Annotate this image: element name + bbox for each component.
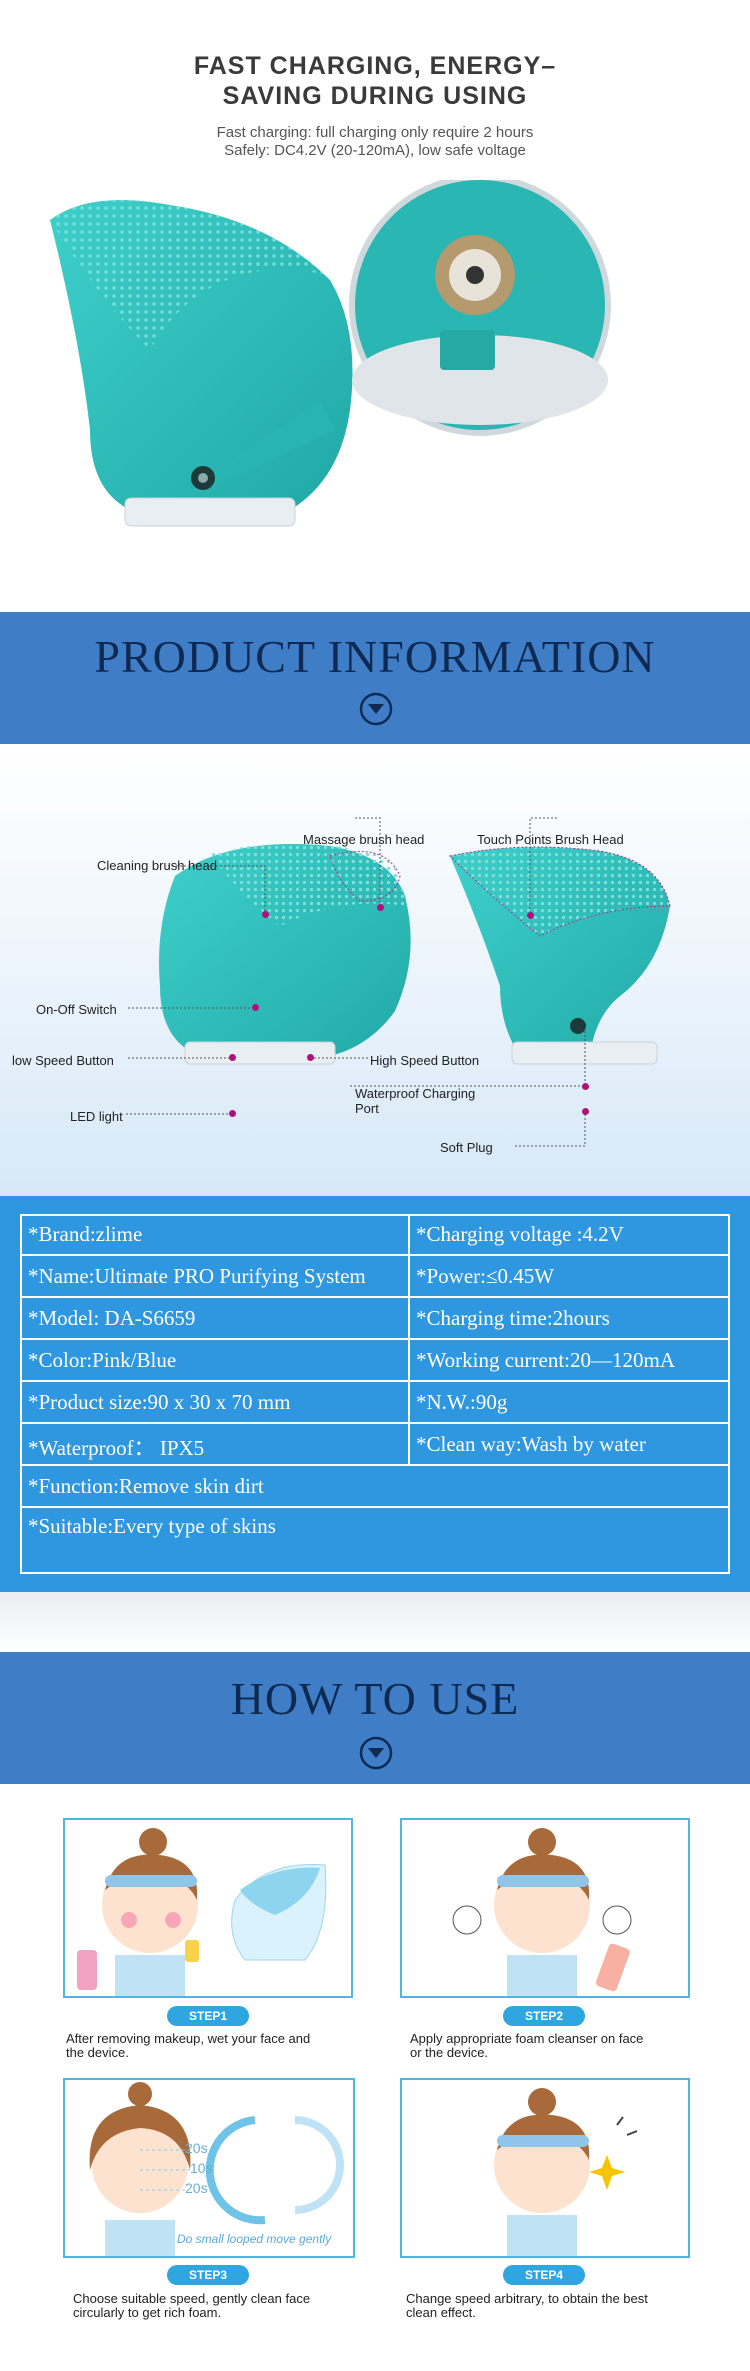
section-gap	[0, 1592, 750, 1652]
label-led-light: LED light	[70, 1109, 123, 1124]
how-to-use-banner: HOW TO USE	[0, 1652, 750, 1784]
spec-row-divider	[22, 1254, 728, 1256]
charging-section: FAST CHARGING, ENERGY– SAVING DURING USI…	[0, 0, 750, 612]
step3-time-2: 10s	[190, 2160, 213, 2176]
spec-row-divider	[22, 1338, 728, 1340]
spec-table: *Brand:zlime *Name:Ultimate PRO Purifyin…	[20, 1214, 730, 1574]
step4-desc-line2: clean effect.	[406, 2305, 476, 2320]
spec-working-current: *Working current:20—120mA	[416, 1348, 676, 1372]
spec-brand: *Brand:zlime	[28, 1222, 143, 1246]
label-waterproof-charging-port-1: Waterproof Charging	[355, 1086, 476, 1101]
spec-row-divider	[22, 1422, 728, 1424]
marker-touch-points	[527, 912, 534, 919]
chevron-down-icon	[359, 1736, 393, 1770]
step3-time-3: 20s	[185, 2180, 208, 2196]
product-diagram-section: Cleaning brush head Massage brush head T…	[0, 746, 750, 1196]
spec-color: *Color:Pink/Blue	[28, 1348, 177, 1372]
spec-row-divider	[22, 1380, 728, 1382]
marker-low-speed	[229, 1054, 236, 1061]
label-high-speed-button: High Speed Button	[370, 1053, 480, 1068]
label-on-off-switch: On-Off Switch	[36, 1002, 117, 1017]
spec-row-divider	[22, 1296, 728, 1298]
charging-title-line2: SAVING DURING USING	[222, 82, 528, 110]
spec-function: *Function:Remove skin dirt	[28, 1474, 264, 1498]
step3-illustration-box: 20s 10s 20s Do small looped move gently	[63, 2078, 355, 2258]
spec-charging-time: *Charging time:2hours	[416, 1306, 610, 1330]
marker-led	[229, 1110, 236, 1117]
product-info-banner: PRODUCT INFORMATION	[0, 612, 750, 744]
step4-desc-line1: Change speed arbitrary, to obtain the be…	[406, 2291, 648, 2306]
step2-illustration	[452, 1828, 632, 1996]
label-low-speed-button: low Speed Button	[12, 1053, 114, 1068]
label-cleaning-brush-head: Cleaning brush head	[97, 858, 217, 873]
spec-suitable: *Suitable:Every type of skins	[28, 1514, 276, 1538]
step3-illustration	[89, 2082, 344, 2256]
label-soft-plug: Soft Plug	[440, 1140, 493, 1155]
chevron-down-icon	[359, 692, 393, 726]
step1-desc-line1: After removing makeup, wet your face and	[66, 2031, 311, 2046]
step2-badge: STEP2	[503, 2006, 585, 2026]
step2-illustration-box	[400, 1818, 690, 1998]
step2-desc-line2: or the device.	[410, 2045, 489, 2060]
step3-caption: Do small looped move gently	[177, 2232, 332, 2246]
marker-on-off	[252, 1004, 259, 1011]
step3-desc-line1: Choose suitable speed, gently clean face	[73, 2291, 311, 2306]
spec-net-weight: *N.W.:90g	[416, 1390, 508, 1414]
spec-power: *Power:≤0.45W	[416, 1264, 555, 1288]
label-touch-points-brush-head: Touch Points Brush Head	[477, 832, 624, 847]
step1-desc-line2: the device.	[66, 2045, 129, 2060]
step4-illustration	[494, 2088, 638, 2256]
label-waterproof-charging-port-2: Port	[355, 1101, 379, 1116]
spec-name: *Name:Ultimate PRO Purifying System	[28, 1264, 366, 1288]
charging-detail-line1: Fast charging: full charging only requir…	[216, 124, 534, 141]
spec-waterproof: *Waterproof： IPX5	[28, 1436, 205, 1460]
marker-high-speed	[307, 1054, 314, 1061]
step1-illustration	[77, 1828, 327, 1996]
spec-clean-way: *Clean way:Wash by water	[416, 1432, 646, 1456]
product-diagram-illustration	[126, 817, 671, 1147]
label-massage-brush-head: Massage brush head	[303, 832, 425, 847]
marker-cleaning-head	[262, 911, 269, 918]
marker-charging-port	[582, 1083, 589, 1090]
step1-illustration-box	[63, 1818, 353, 1998]
step1-badge: STEP1	[167, 2006, 249, 2026]
spec-charging-voltage: *Charging voltage :4.2V	[416, 1222, 624, 1246]
spec-table-section: *Brand:zlime *Name:Ultimate PRO Purifyin…	[0, 1196, 750, 1592]
spec-row-divider	[22, 1506, 728, 1508]
step3-time-1: 20s	[185, 2140, 208, 2156]
product-info-title: PRODUCT INFORMATION	[94, 631, 656, 682]
spec-row-divider	[22, 1464, 728, 1466]
how-to-use-title: HOW TO USE	[230, 1673, 520, 1724]
charging-detail-line2: Safely: DC4.2V (20-120mA), low safe volt…	[224, 142, 526, 159]
step4-badge: STEP4	[503, 2265, 585, 2285]
step4-illustration-box	[400, 2078, 690, 2258]
step3-desc-line2: circularly to get rich foam.	[73, 2305, 222, 2320]
spec-model: *Model: DA-S6659	[28, 1306, 196, 1330]
marker-massage-head	[377, 904, 384, 911]
marker-soft-plug	[582, 1108, 589, 1115]
spec-column-divider	[408, 1216, 410, 1464]
spec-product-size: *Product size:90 x 30 x 70 mm	[28, 1390, 291, 1414]
step3-badge: STEP3	[167, 2265, 249, 2285]
step2-desc-line1: Apply appropriate foam cleanser on face	[410, 2031, 644, 2046]
charging-title-line1: FAST CHARGING, ENERGY–	[193, 52, 557, 80]
device-charging-illustration	[50, 180, 611, 527]
